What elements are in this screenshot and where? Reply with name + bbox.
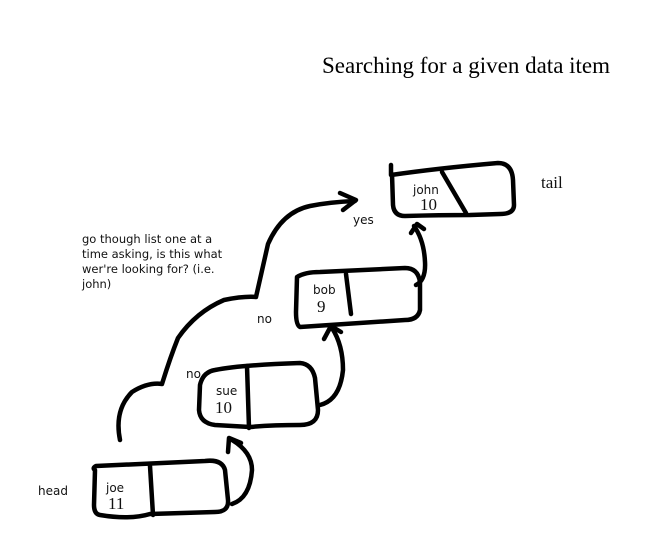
- node-sue-name: sue: [216, 384, 238, 398]
- node-john-box: [388, 160, 517, 219]
- pointer-arrow-sue-to-bob: [317, 323, 346, 408]
- node-bob-box: [293, 265, 423, 330]
- node-joe-name: joe: [106, 481, 125, 495]
- node-joe-box: [91, 458, 231, 520]
- node-bob-value: 9: [317, 297, 326, 316]
- head-label: head: [38, 484, 68, 498]
- diagram-title: Searching for a given data item: [322, 53, 611, 78]
- node-sue-box: [196, 360, 321, 431]
- yes-label: yes: [353, 213, 374, 227]
- search-annotation: go though list one at a time asking, is …: [82, 232, 223, 291]
- no-label-1: no: [186, 367, 201, 381]
- no-label-2: no: [257, 312, 272, 326]
- node-john-name: john: [413, 183, 439, 197]
- node-john-value: 10: [420, 195, 437, 214]
- tail-label: tail: [541, 173, 563, 192]
- pointer-arrow-joe-to-sue: [225, 435, 255, 507]
- node-sue-value: 10: [215, 398, 232, 417]
- node-joe-value: 11: [108, 494, 125, 513]
- pointer-arrow-bob-to-john: [408, 221, 428, 288]
- node-bob-name: bob: [313, 283, 336, 297]
- search-path-arrow: [116, 190, 359, 443]
